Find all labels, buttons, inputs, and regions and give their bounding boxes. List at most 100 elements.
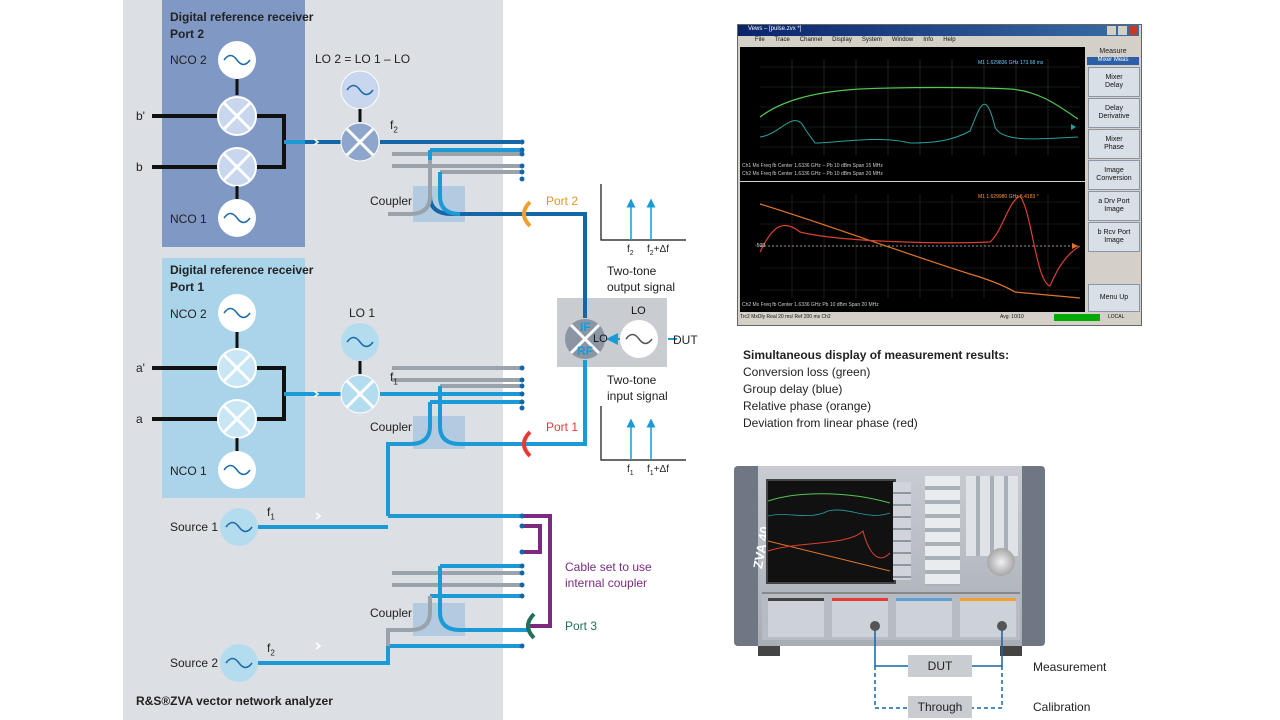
- coupler-mid-lines: [386, 366, 530, 516]
- analyzer-label: R&S®ZVA vector network analyzer: [136, 694, 333, 708]
- menu-help[interactable]: Help: [943, 37, 956, 43]
- port1-label: Port 1: [546, 420, 579, 434]
- connection-cables: [870, 621, 1007, 709]
- port-section-4: [960, 598, 1016, 637]
- instrument-keypad-2: [966, 476, 1018, 556]
- source2-freq: f2: [267, 641, 275, 658]
- measurement-label: Measurement: [1033, 660, 1107, 674]
- vna-max-button[interactable]: [1118, 26, 1127, 35]
- vna-ch2b-line: Ch2 Mx Freq fb Center 1.6336 GHz Pb 10 d…: [742, 302, 879, 308]
- instrument-frame-left: [734, 466, 758, 646]
- vna-marker-top: M1 1.629836 GHz 173.68 ms: [978, 60, 1044, 66]
- menu-window[interactable]: Window: [891, 37, 914, 43]
- out-tone1: f2: [627, 244, 634, 257]
- instrument-knob[interactable]: [987, 548, 1015, 576]
- vna-titlebar: [738, 25, 1139, 36]
- in-tone1: f1: [627, 464, 634, 477]
- calibration-label: Calibration: [1033, 700, 1091, 714]
- cable-set: [522, 514, 552, 628]
- coupler-label-bot: Coupler: [370, 606, 413, 620]
- lo1-label: LO 1: [349, 306, 376, 320]
- cable-label-1: Cable set to use: [565, 560, 652, 574]
- menu-channel[interactable]: Channel: [799, 37, 823, 43]
- dut-lo-port: LO: [593, 333, 608, 345]
- input-aprime: a': [136, 361, 145, 375]
- instrument-softkeys: [893, 482, 911, 580]
- menu-trace[interactable]: Trace: [774, 37, 790, 43]
- coupler-label-top: Coupler: [370, 194, 413, 208]
- vna-ch1-line: Ch1 Mx Freq fb Center 1.6336 GHz – Pb 10…: [742, 163, 883, 169]
- rx2-components: [217, 41, 257, 237]
- vna-upper-plot: [740, 47, 1085, 181]
- rx2-title-1: Digital reference receiver: [170, 10, 314, 24]
- instrument-foot-left: [758, 646, 780, 656]
- input-bprime: b': [136, 109, 145, 123]
- results-heading: Simultaneous display of measurement resu…: [743, 348, 1010, 362]
- rx1-nco1: NCO 1: [170, 464, 207, 478]
- vna-status-avg: Avg: 10/10: [1000, 314, 1024, 320]
- source1-label: Source 1: [170, 520, 219, 534]
- vna-ref-mid: -500: [755, 243, 766, 249]
- results-item-3: Relative phase (orange): [743, 399, 872, 413]
- rf-paths: [284, 140, 520, 648]
- results-item-4: Deviation from linear phase (red): [743, 416, 918, 430]
- results-item-1: Conversion loss (green): [743, 365, 871, 379]
- softkey-panel-title: Measure: [1087, 48, 1139, 57]
- port1-path: [530, 360, 587, 446]
- vna-upper-traces: [759, 59, 1080, 155]
- dut-if: IF: [580, 320, 591, 334]
- source-components: [220, 508, 390, 682]
- freq-f1: f1: [390, 370, 398, 387]
- instrument-frame-right: [1022, 466, 1045, 646]
- menu-file[interactable]: File: [755, 37, 765, 43]
- port-section-1: [768, 598, 824, 637]
- port2-path: [530, 212, 587, 318]
- lo2-components: [340, 70, 380, 162]
- instrument-screen-traces: [768, 493, 890, 572]
- input-a: a: [136, 412, 143, 426]
- vna-close-button[interactable]: [1129, 26, 1138, 35]
- port2-label: Port 2: [546, 194, 579, 208]
- in-tone2: f1+Δf: [647, 464, 669, 477]
- vna-menubar: File Trace Channel Display System Window…: [755, 37, 956, 43]
- rx1-title-1: Digital reference receiver: [170, 263, 314, 277]
- spectrum-output: [600, 184, 686, 241]
- rx1-title-2: Port 1: [170, 280, 205, 294]
- rx2-nco1: NCO 1: [170, 212, 207, 226]
- results-item-2: Group delay (blue): [743, 382, 843, 396]
- rx1-components: [217, 294, 257, 489]
- vna-lower-plot: [740, 182, 1085, 312]
- vna-marker-bot: M1 1.629980 GHz 5.4183 °: [978, 194, 1039, 200]
- instrument-foot-right: [1000, 646, 1022, 656]
- menu-info[interactable]: Info: [923, 37, 934, 43]
- vna-lower-traces: [759, 194, 1081, 299]
- vna-status-local: LOCAL: [1108, 314, 1125, 320]
- input-b: b: [136, 160, 143, 174]
- rx2-nco2: NCO 2: [170, 53, 207, 67]
- direction-arrows: [313, 138, 322, 650]
- menu-system[interactable]: System: [861, 37, 882, 43]
- vna-progress: [1054, 314, 1100, 321]
- dut-label: DUT: [673, 333, 698, 347]
- port1-connector: [522, 430, 532, 458]
- vna-min-button[interactable]: [1107, 26, 1116, 35]
- vna-ch2-line: Ch2 Mx Freq fb Center 1.6336 GHz – Pb 10…: [742, 171, 883, 177]
- lo1-components: [340, 323, 380, 414]
- softkey-menu-up[interactable]: Menu Up: [1088, 284, 1140, 312]
- dut-lo-label: LO: [631, 305, 646, 317]
- softkey-panel-sub: Mixer Meas: [1087, 57, 1139, 65]
- coupler-bottom-lines: [386, 564, 530, 646]
- vna-status-left: Trc2 MxDly Real 20 ms/ Ref 200 ms Ch2: [740, 314, 831, 320]
- through-box: Through: [908, 696, 972, 718]
- dut-mixer: [565, 319, 677, 359]
- coupler-label-mid: Coupler: [370, 420, 413, 434]
- menu-display[interactable]: Display: [832, 37, 852, 43]
- receiver-port2-inputs: [152, 114, 286, 421]
- signal-flow-diagram: [152, 41, 686, 682]
